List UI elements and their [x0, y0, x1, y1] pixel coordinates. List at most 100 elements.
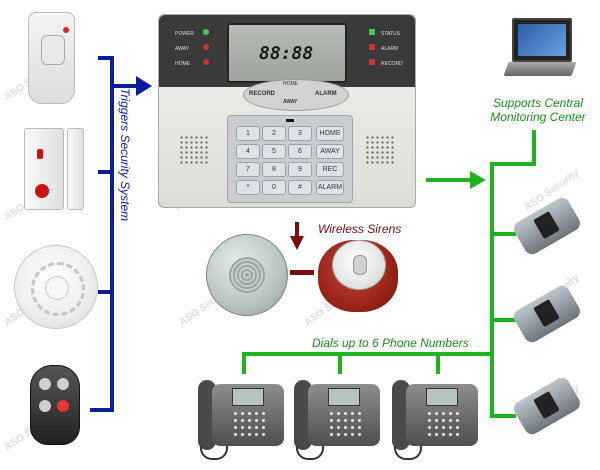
phone-screen — [533, 211, 560, 240]
door-sensor-main — [24, 128, 64, 210]
phone-handset — [392, 380, 410, 450]
record-button[interactable]: RECORD — [249, 91, 276, 97]
home-button[interactable]: HOME — [283, 81, 298, 87]
sensor-led — [37, 149, 43, 159]
key[interactable]: 2 — [262, 126, 286, 141]
triggers-label: Triggers Security System — [118, 88, 132, 222]
phone-body — [511, 374, 583, 438]
phone-body — [511, 282, 583, 346]
key[interactable]: 5 — [262, 144, 286, 159]
record-icon — [369, 59, 375, 65]
indicator-label: RECORD — [381, 61, 403, 67]
key[interactable]: 3 — [288, 126, 312, 141]
key[interactable]: 1 — [236, 126, 260, 141]
phone-cord — [394, 446, 422, 460]
key[interactable]: 0 — [262, 180, 286, 195]
speaker-grille — [365, 135, 395, 165]
sensor-led — [63, 27, 69, 33]
phone-body — [511, 194, 583, 258]
key[interactable]: * — [236, 180, 260, 195]
detector-center — [45, 276, 69, 300]
siren-knob — [353, 255, 367, 275]
key[interactable]: 7 — [236, 162, 260, 177]
phone-display — [232, 388, 264, 406]
phone-line — [490, 414, 516, 418]
phone-line — [490, 162, 536, 166]
phone-screen — [533, 391, 560, 420]
detector-vent-ring — [31, 262, 85, 316]
mobile-phone — [511, 282, 583, 346]
door-sensor-magnet — [67, 128, 84, 210]
away-button[interactable]: AWAY — [283, 99, 298, 105]
phone-display — [328, 388, 360, 406]
phone-base — [308, 384, 380, 446]
alarm-control-panel: POWER AWAY HOME 88:88 STATUS ALARM RECOR… — [158, 14, 416, 208]
indicator-label: STATUS — [381, 31, 400, 37]
key[interactable]: HOME — [316, 126, 344, 141]
sensor-button — [35, 184, 49, 198]
central-label-line: Supports Central — [492, 96, 584, 110]
sensor-lens — [41, 35, 65, 65]
phone-display — [426, 388, 458, 406]
key[interactable]: 8 — [262, 162, 286, 177]
dials-label: Dials up to 6 Phone Numbers — [312, 336, 469, 350]
siren-outdoor — [318, 240, 398, 312]
phone-base — [406, 384, 478, 446]
laptop-display — [518, 24, 566, 56]
keypad: 1 2 3 HOME 4 5 6 AWAY 7 8 9 REC * 0 # AL… — [227, 115, 353, 203]
indicator-label: ALARM — [381, 46, 399, 52]
phone-handset — [198, 380, 216, 450]
pir-motion-sensor — [28, 12, 75, 104]
arrow-right-icon — [136, 76, 152, 96]
phone-line — [242, 352, 494, 356]
siren-grille — [229, 257, 265, 293]
phone-screen — [533, 299, 560, 328]
phone-line — [436, 352, 440, 374]
key[interactable]: 6 — [288, 144, 312, 159]
wireless-sirens-label: Wireless Sirens — [318, 222, 402, 236]
laptop-screen — [512, 18, 572, 62]
phone-base — [212, 384, 284, 446]
key[interactable]: 4 — [236, 144, 260, 159]
power-icon — [203, 29, 209, 35]
laptop-base — [503, 62, 577, 76]
phone-cord — [200, 446, 228, 460]
key[interactable]: AWAY — [316, 144, 344, 159]
laptop — [503, 18, 577, 82]
keypad-led — [286, 119, 294, 122]
desk-phone — [198, 374, 288, 464]
fob-button — [39, 400, 51, 412]
phone-keypad — [426, 410, 460, 440]
alarm-icon — [369, 44, 375, 50]
key[interactable]: 9 — [288, 162, 312, 177]
phone-keypad — [232, 410, 266, 440]
siren-cap — [332, 240, 386, 290]
central-link — [532, 130, 536, 166]
phone-line — [490, 318, 516, 322]
fob-button — [57, 400, 69, 412]
mobile-phone — [511, 194, 583, 258]
siren-connector — [290, 270, 314, 275]
key[interactable]: REC — [316, 162, 344, 177]
indicator-label: POWER — [175, 31, 194, 37]
trigger-line — [98, 56, 114, 60]
mobile-phone — [511, 374, 583, 438]
fob-button — [57, 378, 69, 390]
lcd-digits: 88:88 — [259, 43, 314, 64]
speaker-grille — [179, 135, 209, 165]
trigger-line — [98, 170, 114, 174]
phone-cord — [296, 446, 324, 460]
door-contact-sensor — [24, 128, 84, 210]
mode-buttons — [243, 79, 349, 111]
phone-line — [242, 352, 246, 374]
phone-line — [338, 352, 342, 374]
alarm-button[interactable]: ALARM — [315, 91, 337, 97]
trigger-line — [110, 84, 140, 88]
key[interactable]: # — [288, 180, 312, 195]
key[interactable]: ALARM — [316, 180, 344, 195]
arrow-right-icon — [470, 171, 486, 189]
remote-keyfob — [30, 365, 80, 445]
phone-bus — [490, 162, 494, 418]
desk-phone — [294, 374, 384, 464]
indicator-label: HOME — [175, 61, 190, 67]
